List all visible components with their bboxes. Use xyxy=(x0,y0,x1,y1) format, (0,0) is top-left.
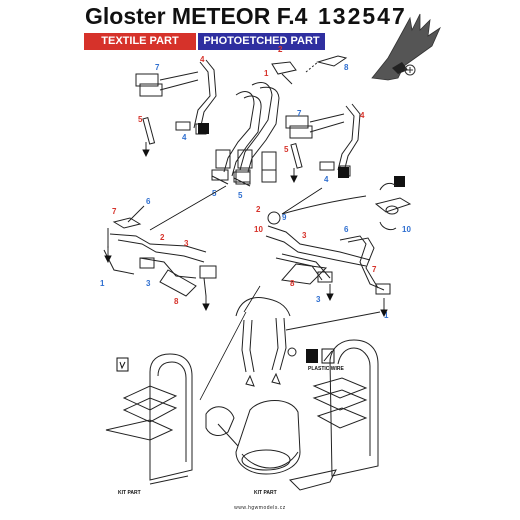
seat-back-right xyxy=(288,339,379,491)
part-number: 8 xyxy=(344,63,349,72)
title-light: Gloster xyxy=(85,3,172,29)
part-number: 3 xyxy=(184,239,189,248)
part-number: 4 xyxy=(324,175,329,184)
shoulder-harness xyxy=(235,297,381,387)
part-number: 2 xyxy=(256,205,261,214)
part-number: 5 xyxy=(212,189,217,198)
legend-photoetched: PHOTOETCHED PART xyxy=(198,33,325,50)
part-number: 1 xyxy=(100,279,105,288)
part-number: 4 xyxy=(182,133,187,142)
brand-logo xyxy=(371,13,441,81)
part-number: 10 xyxy=(254,225,263,234)
part-number: 10 xyxy=(402,225,411,234)
part-number: 7 xyxy=(297,109,302,118)
part-number: 3 xyxy=(146,279,151,288)
part-number: 5 xyxy=(238,191,243,200)
part-number: 2 xyxy=(160,233,165,242)
part-number: 7 xyxy=(112,207,117,216)
part-number: 3 xyxy=(302,231,307,240)
seat-back-left xyxy=(105,353,193,485)
part-number: 1 xyxy=(264,69,269,78)
middle-right-harness xyxy=(265,182,412,295)
part-number: 2 xyxy=(278,45,283,54)
arrows xyxy=(104,142,388,318)
kit-part-label-left: KIT PART xyxy=(118,490,141,496)
tool-icon xyxy=(116,357,129,372)
footer-url: www.hgwmodels.cz xyxy=(234,505,286,511)
plastic-wire-label: PLASTIC WIRE xyxy=(308,366,344,372)
page-title: Gloster METEOR F.4 xyxy=(85,3,307,30)
top-harness-group xyxy=(135,55,361,187)
part-number: 6 xyxy=(146,197,151,206)
part-number: 6 xyxy=(344,225,349,234)
part-number: 8 xyxy=(174,297,179,306)
seat-pan xyxy=(205,400,301,475)
glue-icon xyxy=(338,167,349,178)
plastic-wire-icon xyxy=(306,348,335,364)
part-number: 5 xyxy=(138,115,143,124)
part-number: 1 xyxy=(384,311,389,320)
kit-part-label-mid: KIT PART xyxy=(254,490,277,496)
legend-textile: TEXTILE PART xyxy=(84,33,196,50)
glue-icon xyxy=(394,176,405,187)
part-number: 7 xyxy=(372,265,377,274)
leader-lines xyxy=(149,185,323,401)
middle-left-harness xyxy=(103,205,217,297)
title-bold: METEOR F.4 xyxy=(171,3,308,29)
product-code: 132547 xyxy=(318,3,407,29)
part-number: 8 xyxy=(290,279,295,288)
part-number: 4 xyxy=(360,111,365,120)
part-number: 4 xyxy=(200,55,205,64)
part-number: 5 xyxy=(284,145,289,154)
glue-icon xyxy=(198,123,209,134)
part-number: 7 xyxy=(155,63,160,72)
part-number: 3 xyxy=(316,295,321,304)
part-number: 9 xyxy=(282,213,287,222)
